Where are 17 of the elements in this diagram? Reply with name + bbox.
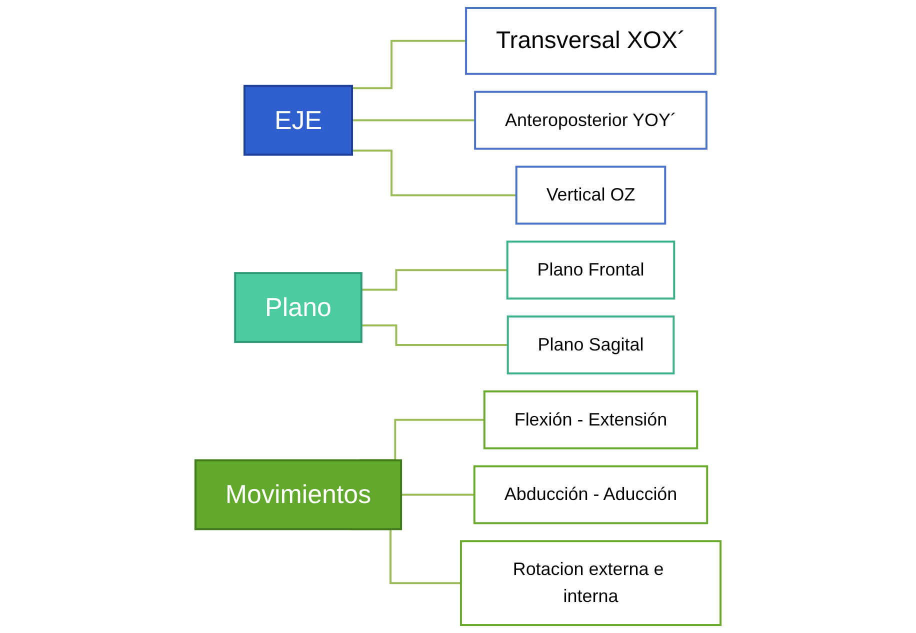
node-box: Movimientos (194, 459, 402, 530)
node-box: Transversal XOX´ (465, 6, 716, 75)
node-box: Plano Sagital (506, 316, 675, 374)
node-box: EJE (244, 84, 353, 156)
connector (352, 40, 466, 90)
connector (352, 150, 516, 196)
node-box: Anteroposterior YOY´ (474, 90, 708, 150)
node-box: Flexión - Extensión (483, 390, 698, 450)
node-box: Rotacion externa e interna (460, 540, 722, 626)
connector (401, 494, 474, 496)
node-box: Plano Frontal (506, 240, 676, 300)
node-box: Vertical OZ (515, 166, 666, 225)
connector (361, 324, 508, 346)
connector (352, 119, 476, 122)
node-box: Plano (234, 272, 362, 343)
node-box: Abducción - Aducción (473, 465, 708, 524)
connector (361, 269, 508, 291)
